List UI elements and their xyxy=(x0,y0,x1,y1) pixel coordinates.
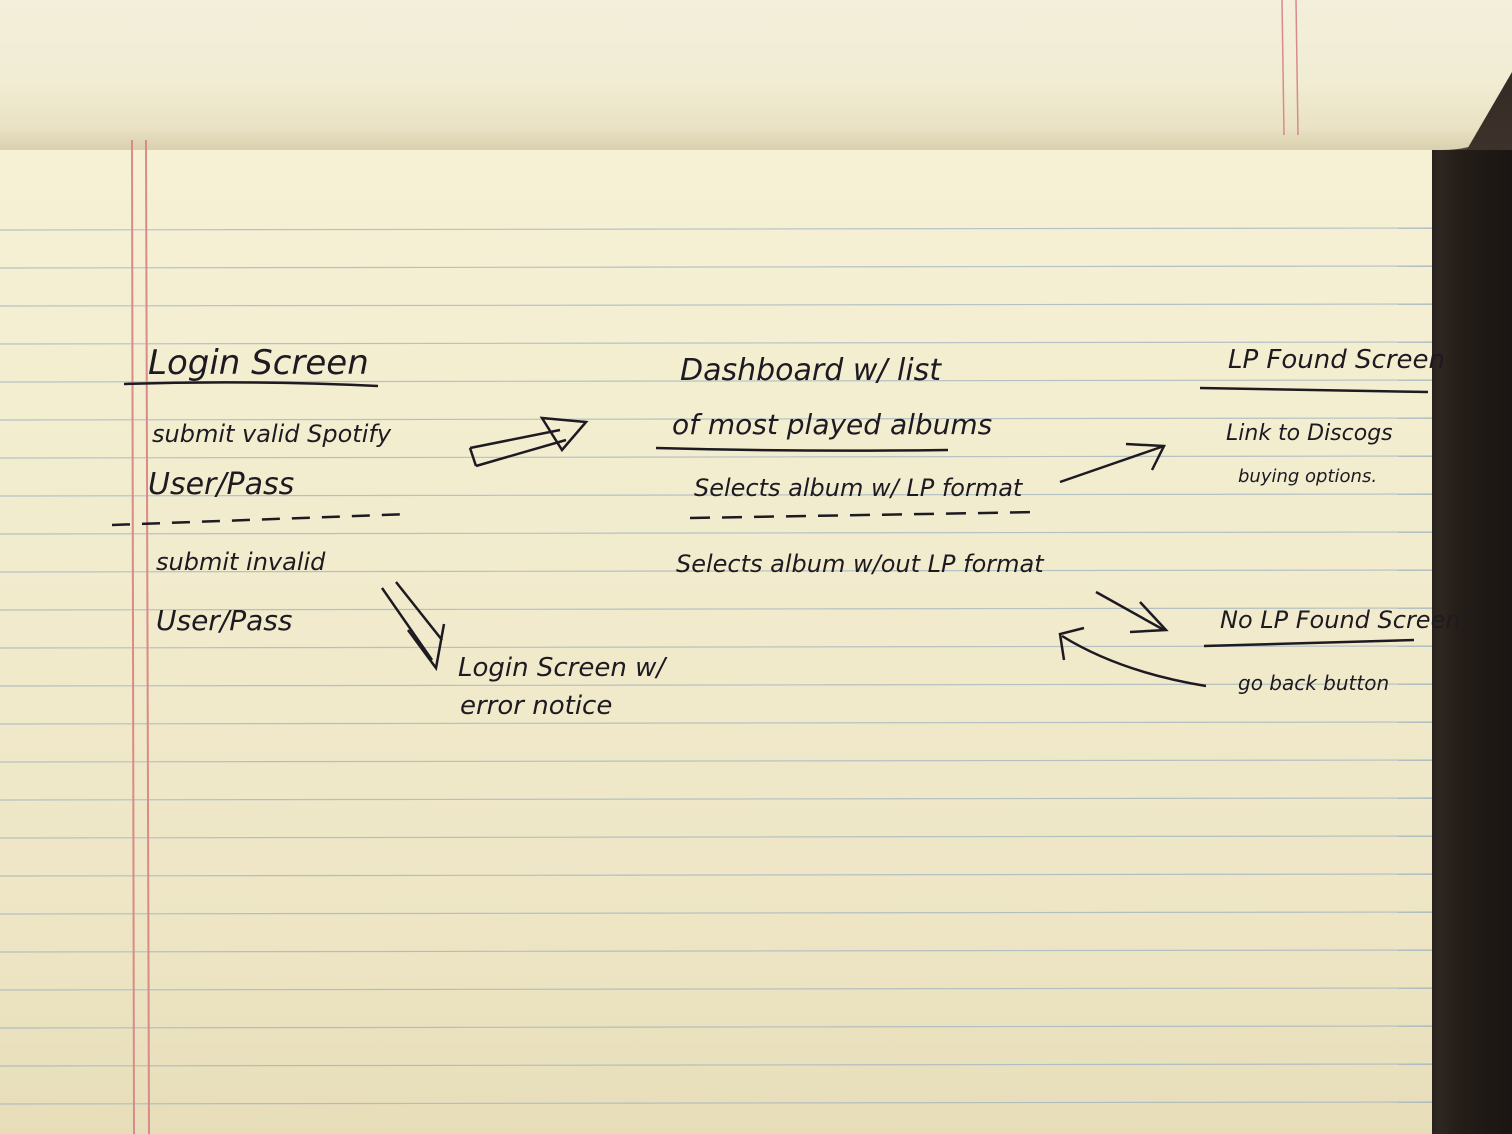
binder-cover xyxy=(1422,0,1512,1134)
curled-top-page xyxy=(0,0,1512,150)
legal-pad-sheet xyxy=(0,140,1432,1134)
